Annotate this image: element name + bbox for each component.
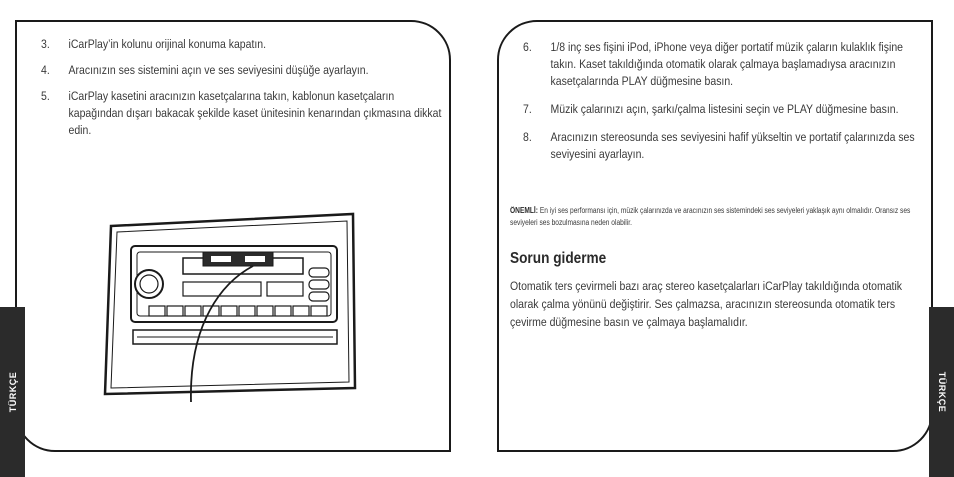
important-note: ÖNEMLİ: En iyi ses performansı için, müz… xyxy=(510,205,918,229)
step-7: 7. Müzik çalarınızı açın, şarkı/çalma lis… xyxy=(523,101,930,118)
step-4: 4. Aracınızın ses sistemini açın ve ses s… xyxy=(41,62,448,79)
step-number: 3. xyxy=(41,37,50,51)
step-text: Aracınızın ses sistemini açın ve ses sev… xyxy=(68,63,369,77)
troubleshooting-text: Otomatik ters çevirmeli bazı araç stereo… xyxy=(510,279,903,329)
language-tab-right: TÜRKÇE xyxy=(929,307,954,477)
step-text: Müzik çalarınızı açın, şarkı/çalma liste… xyxy=(550,102,899,116)
step-number: 7. xyxy=(523,102,532,116)
step-5: 5. iCarPlay kasetini aracınızın kasetçala… xyxy=(41,88,448,139)
step-text: 1/8 inç ses fişini iPod, iPhone veya diğ… xyxy=(550,40,903,88)
language-tab-left: TÜRKÇE xyxy=(0,307,25,477)
step-number: 4. xyxy=(41,63,50,77)
right-page: 6. 1/8 inç ses fişini iPod, iPhone veya d… xyxy=(497,20,933,452)
car-stereo-illustration xyxy=(103,212,357,403)
step-8: 8. Aracınızın stereosunda ses seviyesini … xyxy=(523,129,930,163)
step-text: iCarPlay kasetini aracınızın kasetçaları… xyxy=(68,89,442,137)
left-page: 3. iCarPlay’in kolunu orijinal konuma kap… xyxy=(15,20,451,452)
troubleshooting-heading: Sorun giderme xyxy=(510,250,607,267)
step-text: iCarPlay’in kolunu orijinal konuma kapat… xyxy=(68,37,267,51)
left-step-list: 3. iCarPlay’in kolunu orijinal konuma kap… xyxy=(41,36,441,148)
note-text: En iyi ses performansı için, müzik çalar… xyxy=(510,206,911,227)
language-tab-label: TÜRKÇE xyxy=(7,371,18,413)
note-label: ÖNEMLİ: xyxy=(510,206,538,215)
step-number: 5. xyxy=(41,89,50,103)
step-6: 6. 1/8 inç ses fişini iPod, iPhone veya d… xyxy=(523,39,930,90)
language-tab-label: TÜRKÇE xyxy=(936,371,947,413)
right-step-list: 6. 1/8 inç ses fişini iPod, iPhone veya d… xyxy=(523,39,915,174)
step-number: 8. xyxy=(523,130,532,144)
step-text: Aracınızın stereosunda ses seviyesini ha… xyxy=(550,130,915,161)
step-number: 6. xyxy=(523,40,532,54)
step-3: 3. iCarPlay’in kolunu orijinal konuma kap… xyxy=(41,36,448,53)
